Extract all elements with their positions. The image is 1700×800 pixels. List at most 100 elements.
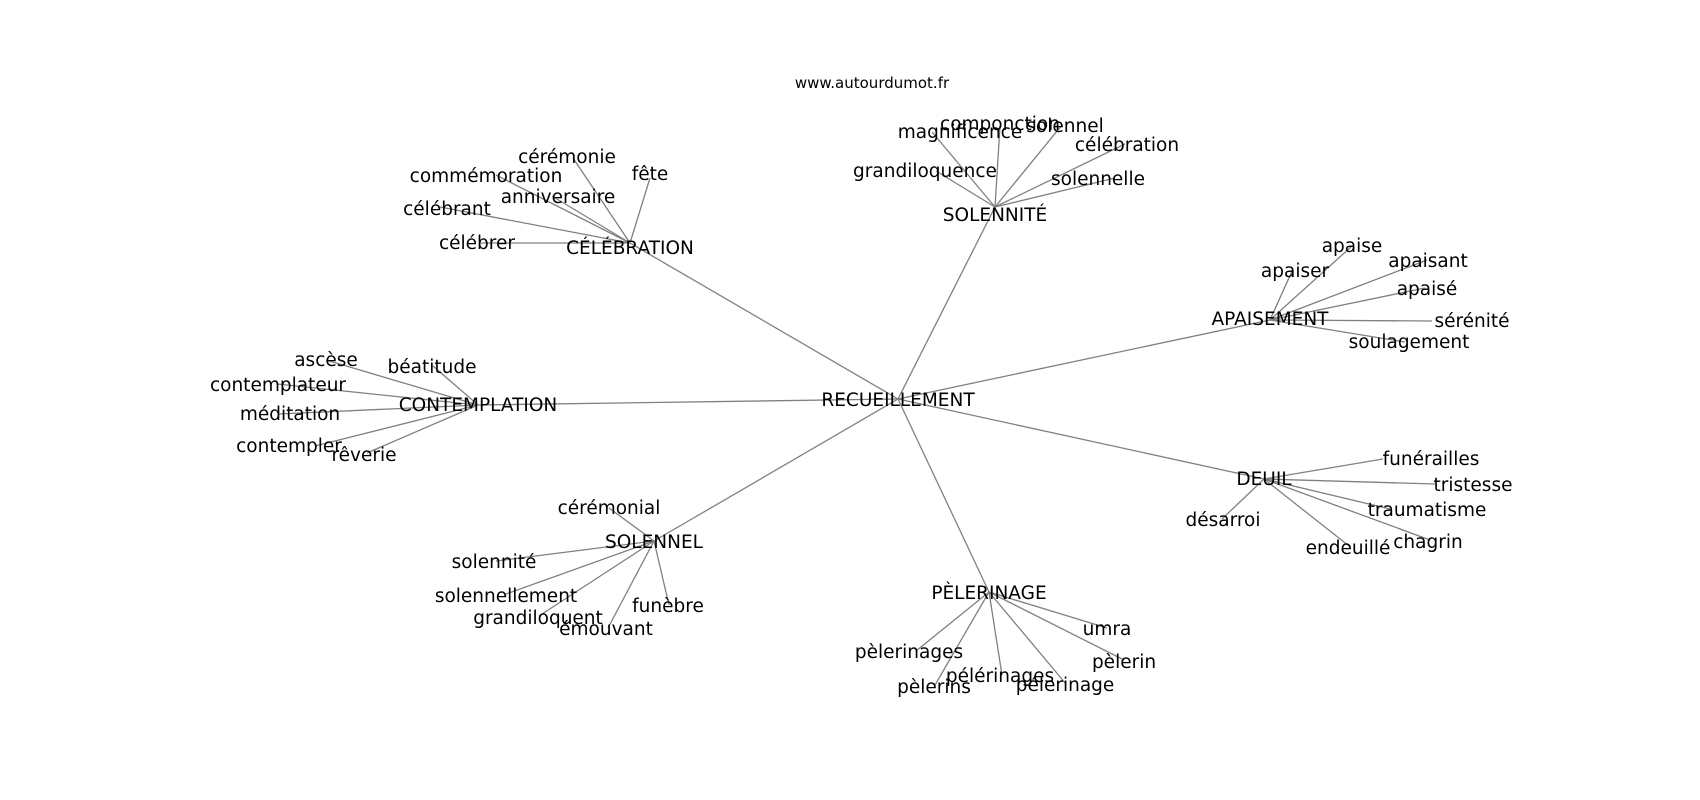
leaf-node-solennel-2[interactable]: solennellement bbox=[435, 586, 577, 607]
edge-pelerinage-1 bbox=[915, 591, 990, 652]
edge-contemplation-2 bbox=[276, 383, 479, 406]
edge-center-pelerinage bbox=[897, 398, 990, 593]
leaf-node-apaisement-1[interactable]: apaisant bbox=[1388, 251, 1468, 272]
edge-celebration-3 bbox=[551, 195, 631, 244]
edge-center-solennite bbox=[897, 206, 996, 400]
edge-solennel-3 bbox=[653, 540, 670, 606]
leaf-node-deuil-3[interactable]: désarroi bbox=[1185, 510, 1260, 531]
edge-solennel-4 bbox=[538, 540, 655, 617]
edge-pelerinage-0 bbox=[988, 591, 1108, 629]
center-node-label[interactable]: RECUEILLEMENT bbox=[821, 390, 975, 411]
leaf-node-solennite-2[interactable]: solennel bbox=[1026, 116, 1103, 137]
leaf-node-deuil-2[interactable]: traumatisme bbox=[1368, 500, 1487, 521]
leaf-node-solennel-4[interactable]: grandiloquent bbox=[473, 608, 603, 629]
leaf-node-pelerinage-0[interactable]: umra bbox=[1083, 619, 1132, 640]
leaf-node-pelerinage-2[interactable]: pèlerin bbox=[1092, 652, 1156, 673]
leaf-node-solennite-0[interactable]: magnificence bbox=[898, 122, 1022, 143]
edge-apaisement-0 bbox=[1269, 245, 1353, 321]
leaf-node-celebration-2[interactable]: commémoration bbox=[410, 166, 563, 187]
leaf-node-contemplation-5[interactable]: rêverie bbox=[331, 445, 396, 466]
leaf-node-apaisement-5[interactable]: soulagement bbox=[1349, 332, 1470, 353]
leaf-node-contemplation-3[interactable]: méditation bbox=[240, 404, 340, 425]
leaf-node-apaisement-2[interactable]: apaiser bbox=[1261, 261, 1330, 282]
hub-node-apaisement[interactable]: APAISEMENT bbox=[1212, 309, 1330, 330]
edge-celebration-2 bbox=[495, 174, 631, 244]
edge-solennite-1 bbox=[994, 125, 1001, 208]
leaf-node-celebration-1[interactable]: fête bbox=[632, 164, 669, 185]
edge-solennite-3 bbox=[994, 143, 1126, 208]
leaf-node-deuil-4[interactable]: chagrin bbox=[1393, 532, 1462, 553]
edge-solennel-2 bbox=[505, 540, 655, 595]
leaf-node-apaisement-3[interactable]: apaisé bbox=[1397, 279, 1458, 300]
edge-solennite-0 bbox=[931, 131, 996, 208]
leaf-node-solennel-1[interactable]: solennité bbox=[452, 552, 537, 573]
leaf-node-contemplation-4[interactable]: contempler bbox=[236, 436, 342, 457]
edge-solennite-5 bbox=[994, 177, 1116, 208]
edge-contemplation-3 bbox=[277, 404, 479, 415]
source-credit: www.autourdumot.fr bbox=[795, 74, 950, 92]
hub-node-solennite[interactable]: SOLENNITÉ bbox=[943, 204, 1047, 226]
leaf-node-pelerinage-4[interactable]: pèlerins bbox=[897, 677, 971, 698]
leaf-node-solennite-1[interactable]: componction bbox=[940, 114, 1060, 135]
leaf-node-celebration-5[interactable]: célébrer bbox=[439, 233, 515, 254]
edge-pelerinage-5 bbox=[988, 591, 1067, 685]
edge-center-contemplation bbox=[477, 398, 899, 406]
leaf-node-pelerinage-1[interactable]: pèlerinages bbox=[855, 642, 963, 663]
hub-node-solennel[interactable]: SOLENNEL bbox=[605, 532, 704, 553]
edge-center-solennel bbox=[653, 398, 899, 542]
hub-node-deuil[interactable]: DEUIL bbox=[1236, 469, 1292, 490]
edge-celebration-1 bbox=[629, 177, 651, 244]
edge-solennite-2 bbox=[994, 124, 1063, 208]
leaf-node-solennel-5[interactable]: émouvant bbox=[559, 619, 653, 640]
edge-apaisement-4 bbox=[1269, 319, 1433, 322]
hub-node-contemplation[interactable]: CONTEMPLATION bbox=[399, 395, 558, 416]
edge-contemplation-4 bbox=[314, 404, 479, 447]
leaf-node-apaisement-4[interactable]: sérénité bbox=[1434, 311, 1509, 332]
edge-deuil-4 bbox=[1263, 478, 1431, 541]
edge-apaisement-3 bbox=[1269, 287, 1426, 321]
graph-labels: RECUEILLEMENT SOLENNITÉ magnificencecompon… bbox=[210, 114, 1513, 698]
leaf-node-solennel-0[interactable]: cérémonial bbox=[558, 498, 661, 519]
leaf-node-pelerinage-3[interactable]: pélérinages bbox=[946, 666, 1054, 687]
leaf-node-deuil-5[interactable]: endeuillé bbox=[1306, 538, 1391, 559]
leaf-node-celebration-4[interactable]: célébrant bbox=[403, 199, 491, 220]
leaf-node-solennite-5[interactable]: solennelle bbox=[1051, 169, 1145, 190]
edge-pelerinage-4 bbox=[934, 591, 990, 686]
edge-deuil-5 bbox=[1263, 478, 1350, 547]
leaf-node-deuil-0[interactable]: funérailles bbox=[1383, 449, 1480, 470]
hub-node-pelerinage[interactable]: PÈLERINAGE bbox=[931, 582, 1046, 604]
leaf-node-pelerinage-5[interactable]: pélerinage bbox=[1016, 675, 1115, 696]
edge-deuil-1 bbox=[1263, 478, 1436, 485]
edge-apaisement-1 bbox=[1269, 259, 1428, 321]
leaf-node-contemplation-1[interactable]: béatitude bbox=[388, 357, 477, 378]
edge-deuil-3 bbox=[1221, 478, 1265, 520]
edge-contemplation-5 bbox=[366, 404, 479, 454]
edge-deuil-0 bbox=[1263, 458, 1384, 480]
leaf-node-contemplation-0[interactable]: ascèse bbox=[294, 350, 358, 371]
graph-edges bbox=[276, 124, 1436, 686]
edge-pelerinage-3 bbox=[988, 591, 1003, 676]
edge-celebration-0 bbox=[572, 157, 631, 244]
leaf-node-deuil-1[interactable]: tristesse bbox=[1434, 475, 1513, 496]
hub-node-celebration[interactable]: CÉLÉBRATION bbox=[566, 237, 694, 259]
edge-center-apaisement bbox=[897, 319, 1271, 400]
edge-apaisement-5 bbox=[1269, 319, 1406, 343]
edge-contemplation-0 bbox=[325, 359, 479, 406]
edge-deuil-2 bbox=[1263, 478, 1391, 510]
leaf-node-contemplation-2[interactable]: contemplateur bbox=[210, 375, 346, 396]
leaf-node-celebration-0[interactable]: cérémonie bbox=[518, 147, 616, 168]
edge-celebration-4 bbox=[439, 206, 631, 244]
edge-pelerinage-2 bbox=[988, 591, 1125, 661]
edge-solennel-5 bbox=[607, 540, 655, 629]
leaf-node-solennel-3[interactable]: funèbre bbox=[632, 596, 704, 617]
leaf-node-solennite-4[interactable]: grandiloquence bbox=[853, 161, 997, 182]
leaf-node-apaisement-0[interactable]: apaise bbox=[1322, 236, 1383, 257]
edge-solennel-0 bbox=[608, 507, 655, 542]
edge-center-deuil bbox=[897, 398, 1265, 480]
edge-apaisement-2 bbox=[1269, 268, 1294, 321]
edge-solennite-4 bbox=[935, 170, 996, 208]
leaf-node-celebration-3[interactable]: anniversaire bbox=[501, 187, 616, 208]
leaf-node-solennite-3[interactable]: célébration bbox=[1075, 135, 1179, 156]
edge-center-celebration bbox=[629, 242, 899, 400]
